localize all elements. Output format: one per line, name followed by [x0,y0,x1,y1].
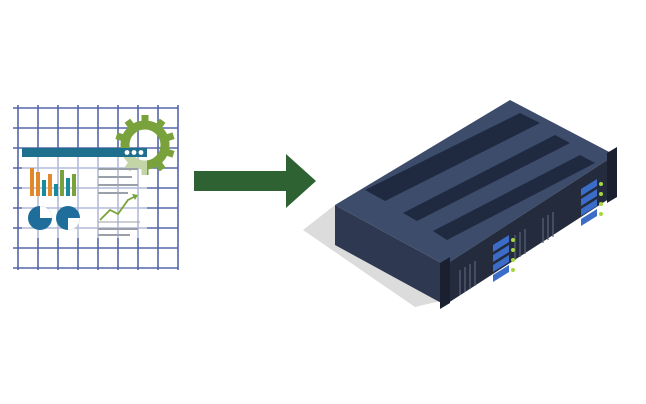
mini-pie-chart-2 [56,206,80,230]
drive-bay [581,179,603,196]
drive-bay [493,245,515,262]
analytics-dashboard-icon [13,105,179,270]
drive-led [599,212,603,216]
drive-bay [581,199,603,216]
rack-server-icon [303,100,617,309]
gear-tooth [141,115,149,123]
drive-led [511,268,515,272]
server-vents [459,212,554,295]
drive-bay [493,235,515,252]
drive-led [599,202,603,206]
server-top-stripes [365,113,595,240]
server-side-panel [335,205,445,305]
server-left-handle [440,257,450,309]
drive-led [511,238,515,242]
drive-bay [581,189,603,206]
dashboard-panel [22,148,147,238]
server-right-handle [607,147,617,203]
server-drive-bays [493,179,603,282]
server-front-panel [445,155,615,305]
mini-bar-chart [30,168,76,196]
drive-led [511,248,515,252]
dashboard-header-bar [22,148,147,157]
drive-bay [493,255,515,272]
drive-bay [581,209,603,226]
drive-bay [493,265,515,282]
mini-text-lines [98,168,138,236]
mini-trend-chart [98,194,140,223]
drive-led [599,182,603,186]
drive-led [511,258,515,262]
right-arrow-icon [194,154,316,208]
mini-pie-chart-1 [28,206,52,230]
drive-led [599,192,603,196]
